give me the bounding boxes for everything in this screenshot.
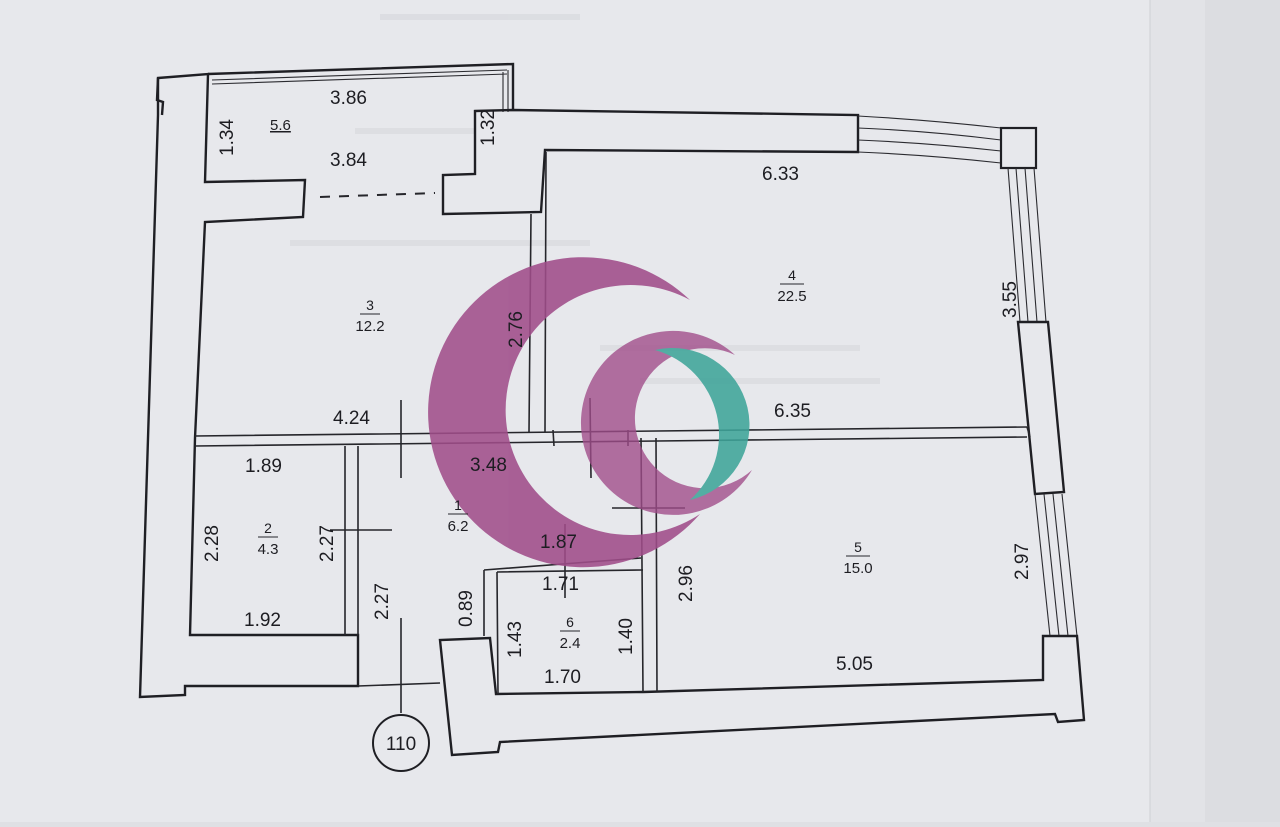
apartment-circle [372,714,430,772]
dim-room4-bottom: 6.35 [774,401,811,422]
room-1-number: 1 [454,497,462,513]
room-6-number: 6 [566,614,574,630]
room-4-area: 22.5 [777,288,806,305]
dim-room4-right: 3.55 [1000,281,1021,318]
apartment-number: 110 [386,734,416,755]
dim-room6-top: 1.71 [542,574,579,595]
dim-room5-left: 2.96 [676,565,697,602]
outer-wall-left [138,72,360,699]
room-5-area: 15.0 [843,560,872,577]
dim-hall-right: 0.89 [456,590,477,627]
dim-balcony-top: 3.86 [330,88,367,109]
dim-room2-bottom: 1.92 [244,610,281,631]
room-3-area: 12.2 [355,318,384,335]
balcony-threshold [319,192,436,198]
dimension-labels: 3.86 3.84 1.34 1.32 6.33 3.55 2.76 6.35 … [202,88,1033,688]
outer-wall-bottom-right [438,634,1086,757]
dim-hall-left: 2.27 [372,583,393,620]
outer-wall-notch [155,77,165,116]
dim-hall-top: 3.48 [470,455,507,476]
partition-2-hall [344,446,359,635]
room-6-area: 2.4 [560,635,581,652]
logo-inner-arc [580,330,752,515]
dim-balcony-bottom: 3.84 [330,150,367,171]
room-3-number: 3 [366,297,374,313]
room5-window-right [1034,493,1078,637]
walls [138,62,1086,757]
room-labels: 5.6 3 12.2 4 22.5 2 4.3 1 6.2 5 15.0 6 2… [258,117,873,652]
dim-room5-bottom: 5.05 [836,654,873,675]
room-5-number: 5 [854,539,862,555]
dim-balcony-right: 1.32 [478,109,499,146]
room4-window-right [1007,167,1047,323]
watermark-logo [428,257,752,568]
dim-room4-left: 2.76 [506,311,527,348]
room-2-area: 4.3 [258,541,279,558]
dim-balcony-left: 1.34 [217,119,238,156]
room-2-number: 2 [264,520,272,536]
dim-room6-left: 1.43 [505,621,526,658]
dim-room3-bottom: 4.24 [333,408,370,429]
balcony-area: 5.6 [270,117,291,134]
room-4-number: 4 [788,267,796,283]
balcony-glazing [211,69,509,112]
paper-page-edge [1150,0,1205,822]
balcony-outer [207,62,515,110]
dim-room6-bottom: 1.70 [544,667,581,688]
upper-middle-wall [441,108,860,216]
dim-room4-top: 6.33 [762,164,799,185]
apartment-marker: 110 [372,714,430,772]
room4-window-top [857,115,1002,164]
partition-end [1026,426,1031,438]
logo-magenta-arc [428,257,700,568]
dim-room6-right: 1.40 [616,618,637,655]
logo-teal-arc [655,347,750,500]
dim-room2-top: 1.89 [245,456,282,477]
entrance-threshold [357,682,441,687]
dim-room6-top-outer: 1.87 [540,532,577,553]
dim-room2-right: 2.27 [317,525,338,562]
bleed-through-text [290,14,880,384]
room-1-area: 6.2 [448,518,469,535]
corner-column [999,126,1038,170]
dim-room2-left: 2.28 [202,525,223,562]
dim-room5-right: 2.97 [1012,543,1033,580]
